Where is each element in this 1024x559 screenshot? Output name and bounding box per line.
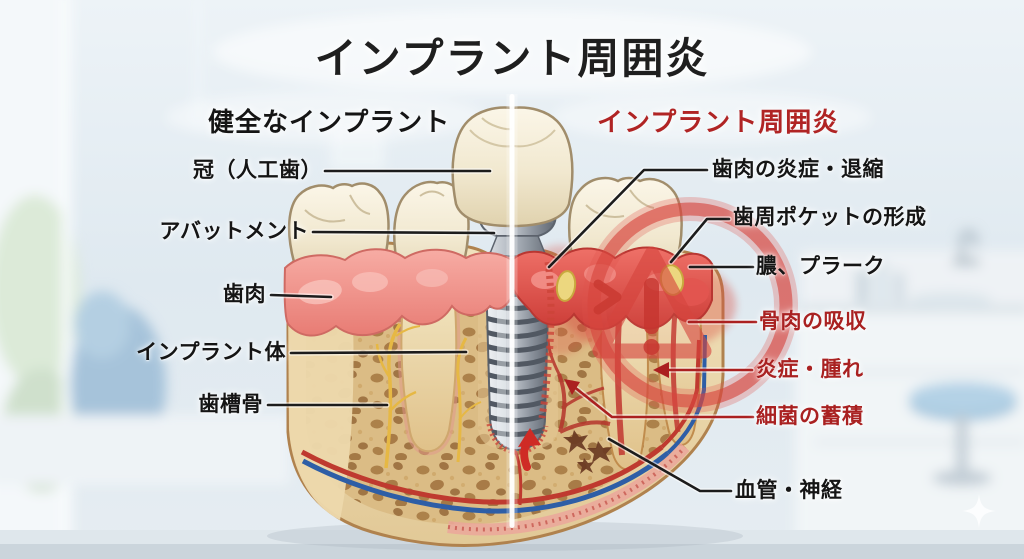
warning-triangle-icon xyxy=(582,197,798,413)
tooth-root xyxy=(400,291,458,453)
label-pocket-formation: 歯周ポケットの形成 xyxy=(733,206,927,229)
label-crown: 冠（人工歯） xyxy=(193,159,322,182)
nerve-fibers xyxy=(375,323,482,469)
label-vessels-nerves: 血管・神経 xyxy=(735,479,843,502)
label-bacteria-accumulation: 細菌の蓄積 xyxy=(756,405,864,428)
bacteria-clusters xyxy=(563,430,612,474)
page-title: インプラント周囲炎 xyxy=(314,35,710,82)
gum-healthy xyxy=(283,248,513,337)
sparkle-icon xyxy=(962,494,996,528)
arrow-upleft-icon xyxy=(564,379,580,395)
label-gum: 歯肉 xyxy=(223,283,266,306)
arrow-left-icon xyxy=(653,362,669,378)
arrow-up-icon xyxy=(518,428,541,471)
label-pus-plaque: 膿、プラーク xyxy=(756,255,885,278)
table-front xyxy=(0,544,1024,559)
divider-line xyxy=(509,94,515,528)
peri-implant-inflammation xyxy=(486,261,555,455)
panel-heading-healthy: 健全なインプラント xyxy=(208,107,451,137)
label-gum-inflammation: 歯肉の炎症・退縮 xyxy=(712,158,884,181)
panel-heading-diseased: インプラント周囲炎 xyxy=(597,107,840,137)
leader-lines xyxy=(265,167,759,494)
label-inflammation-swelling: 炎症・腫れ xyxy=(756,358,864,381)
label-abutment: アバットメント xyxy=(159,220,309,243)
chevron-right-icon xyxy=(593,279,622,315)
label-implant-body: インプラント体 xyxy=(136,341,286,364)
faucet xyxy=(959,230,978,262)
label-bone-resorption: 骨肉の吸収 xyxy=(759,310,867,333)
label-alveolar-bone: 歯槽骨 xyxy=(198,393,263,416)
pus-pocket xyxy=(555,270,577,302)
